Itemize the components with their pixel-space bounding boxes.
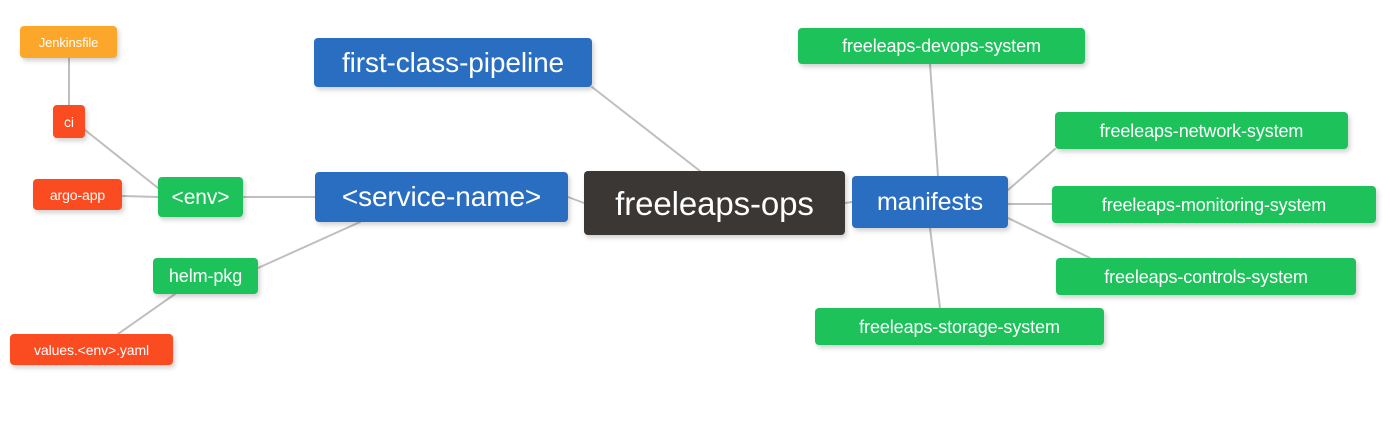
- edge-freeleaps-ops-to-service-name: [567, 196, 585, 204]
- node-label-freeleaps-ops: freeleaps-ops: [615, 184, 814, 222]
- node-label-freeleaps-controls-system: freeleaps-controls-system: [1104, 266, 1308, 287]
- node-label-jenkinsfile: Jenkinsfile: [38, 34, 99, 50]
- node-label-service-name: <service-name>: [341, 181, 542, 212]
- node-freeleaps-ops[interactable]: freeleaps-ops: [584, 171, 845, 235]
- node-label-helm-pkg: helm-pkg: [168, 266, 243, 286]
- edge-helm-pkg-to-values-env-yaml: [117, 293, 176, 335]
- node-helm-pkg[interactable]: helm-pkg: [153, 258, 258, 294]
- node-label-argo-app: argo-app: [49, 186, 106, 203]
- node-freeleaps-controls-system[interactable]: freeleaps-controls-system: [1056, 258, 1356, 295]
- node-manifests[interactable]: manifests: [852, 176, 1008, 228]
- node-label-manifests: manifests: [876, 187, 984, 216]
- node-label-ci: ci: [64, 113, 74, 130]
- node-label-freeleaps-network-system: freeleaps-network-system: [1099, 120, 1304, 141]
- node-freeleaps-devops-system[interactable]: freeleaps-devops-system: [798, 28, 1085, 64]
- node-jenkinsfile[interactable]: Jenkinsfile: [20, 26, 117, 58]
- edge-freeleaps-ops-to-manifests: [844, 201, 853, 204]
- node-freeleaps-monitoring-system[interactable]: freeleaps-monitoring-system: [1052, 186, 1376, 223]
- node-label-first-class-pipeline: first-class-pipeline: [341, 46, 565, 78]
- node-label-values-env-yaml: values.<env>.yaml: [33, 341, 150, 358]
- node-env[interactable]: <env>: [158, 177, 243, 217]
- node-freeleaps-network-system[interactable]: freeleaps-network-system: [1055, 112, 1348, 149]
- node-label-freeleaps-monitoring-system: freeleaps-monitoring-system: [1101, 194, 1327, 215]
- node-values-env-yaml[interactable]: values.<env>.yaml: [10, 334, 173, 365]
- node-freeleaps-storage-system[interactable]: freeleaps-storage-system: [815, 308, 1104, 345]
- edge-manifests-to-freeleaps-devops-system: [929, 63, 939, 177]
- node-label-freeleaps-storage-system: freeleaps-storage-system: [859, 316, 1060, 337]
- node-label-freeleaps-devops-system: freeleaps-devops-system: [842, 36, 1041, 56]
- edge-freeleaps-ops-to-first-class-pipeline: [591, 86, 701, 172]
- edge-manifests-to-freeleaps-controls-system: [1007, 217, 1091, 259]
- edge-manifests-to-freeleaps-storage-system: [929, 227, 941, 309]
- node-ci[interactable]: ci: [53, 105, 85, 138]
- edge-env-to-argo-app: [121, 195, 159, 198]
- edge-manifests-to-freeleaps-network-system: [1007, 148, 1056, 191]
- edge-service-name-to-helm-pkg: [257, 221, 361, 269]
- node-service-name[interactable]: <service-name>: [315, 172, 568, 222]
- node-label-env: <env>: [171, 185, 230, 209]
- node-argo-app[interactable]: argo-app: [33, 179, 122, 210]
- node-first-class-pipeline[interactable]: first-class-pipeline: [314, 38, 592, 87]
